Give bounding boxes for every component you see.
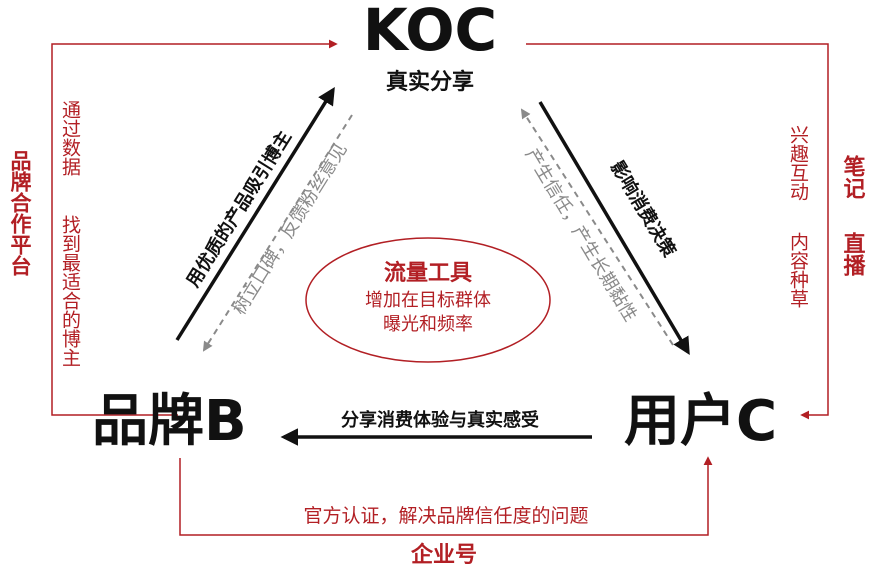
bottom-outer-label: 企业号 [410, 542, 477, 568]
left-outer-desc-col1: 通过数据 [59, 100, 81, 176]
koc-subtitle: 真实分享 [386, 69, 474, 95]
arrow-user-to-koc [520, 108, 674, 346]
center-ellipse [305, 237, 551, 363]
arrow-koc-to-brand [202, 114, 353, 352]
left-outer-connector [51, 39, 338, 416]
center-line1: 增加在目标群体 [365, 290, 491, 311]
bottom-outer-desc: 官方认证，解决品牌信任度的问题 [303, 505, 588, 527]
right-outer-desc-col1: 兴趣互动 [787, 125, 809, 201]
left-outer-label: 品牌合作平台 [8, 150, 32, 277]
right-outer-desc-col2: 内容种草 [787, 232, 809, 308]
center-title: 流量工具 [384, 260, 472, 286]
label-koc-to-user: 影响消费决策 [606, 157, 681, 262]
right-outer-label-col2: 直播 [840, 231, 866, 276]
bottom-outer-connector [179, 456, 713, 536]
left-outer-desc-col2: 找到最适合的博主 [59, 215, 81, 367]
center-line2: 曝光和频率 [383, 314, 473, 335]
brand-title: 品牌B [92, 389, 247, 454]
arrow-koc-to-user [538, 101, 690, 356]
user-title: 用户C [624, 389, 777, 454]
right-outer-label-col1: 笔记 [840, 154, 866, 199]
label-user-to-brand: 分享消费体验与真实感受 [341, 409, 539, 431]
right-outer-connector [526, 43, 829, 420]
arrow-brand-to-koc [175, 87, 335, 341]
koc-title: KOC [363, 0, 497, 64]
